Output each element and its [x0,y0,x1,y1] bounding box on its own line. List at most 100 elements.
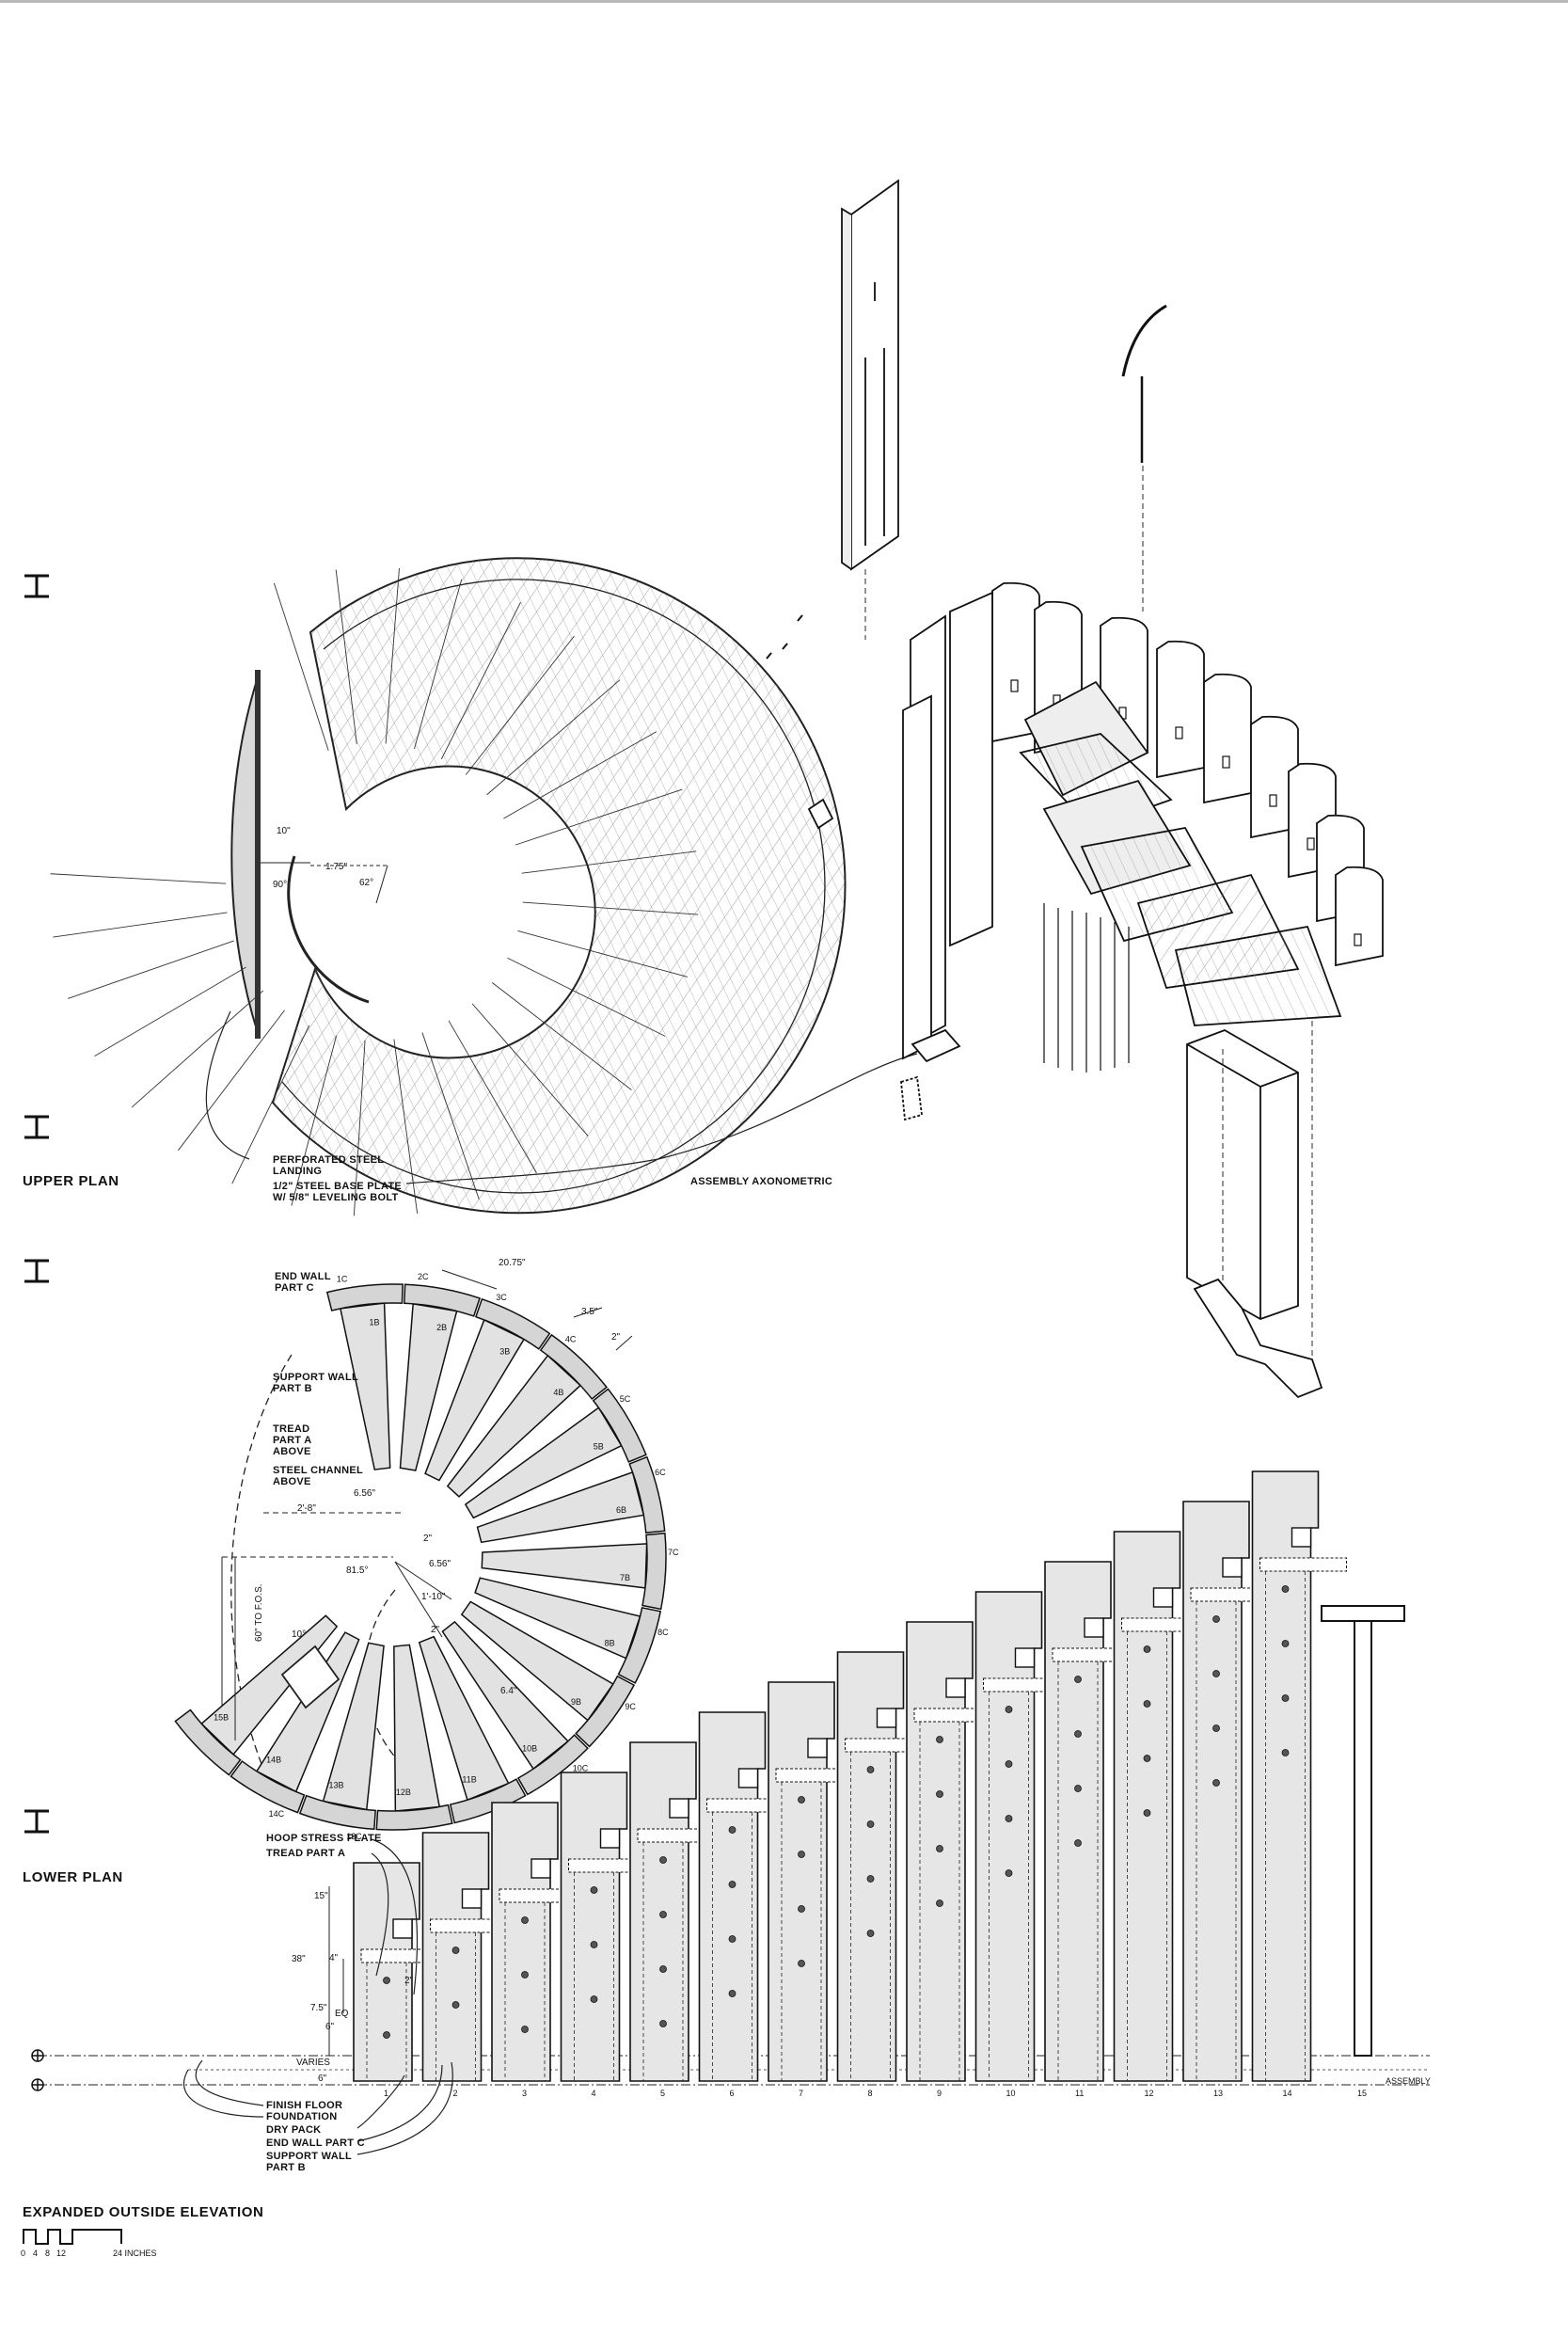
elevation-bolt [1143,1700,1151,1708]
axo-bracket [1354,933,1362,946]
axo-bracket [1010,679,1019,692]
label-channel-1: STEEL CHANNEL [273,1465,363,1476]
label-tread-3: ABOVE [273,1446,311,1457]
elevation-bolt [1281,1585,1290,1593]
elevation-bolt [936,1899,943,1907]
elevation-tread-tab [1084,1617,1104,1638]
elevation-panel-number: 6 [730,2089,735,2098]
lower-part-label: 8C [657,1628,669,1637]
elevation-bolt [728,1990,736,1997]
elevation-bolt [521,2026,529,2033]
axo-tread [1174,925,1342,1026]
elev-dim-38: 38" [292,1954,306,1964]
scale-tick-8: 8 [45,2249,50,2258]
upper-plan-drawing: 10" 1.75" 90° 62° [50,557,918,1216]
lower-plan-drawing [174,1269,667,1831]
section-marker-icon [24,574,49,598]
lower-end-wall-cap [403,1283,481,1317]
scale-end-label: 24 INCHES [113,2249,157,2258]
elevation-bolt [1212,1670,1220,1677]
elevation-bolt [1143,1645,1151,1653]
elevation-panel-number: 2 [453,2089,458,2098]
lower-part-label: 14C [269,1809,285,1819]
elevation-bolt [728,1935,736,1943]
elevation-panel-number: 11 [1075,2089,1084,2098]
lower-part-label: 5B [594,1442,604,1452]
elevation-bolt [1281,1749,1290,1756]
elevation-bolt [728,1881,736,1888]
upper-dim-90: 90° [273,880,287,890]
label-dry-pack: DRY PACK [266,2124,321,2136]
lower-end-wall-cap [230,1759,306,1814]
upper-dim-10: 10" [277,826,291,836]
label-end-wall-1: END WALL [275,1271,331,1282]
elevation-bolt [866,1875,875,1883]
lower-dim-64: 6.4" [500,1686,517,1696]
exploded-support-wall [1186,1029,1299,1320]
lower-dim-2: 2" [611,1332,621,1343]
elevation-panel-number: 14 [1283,2089,1292,2098]
elevation-panel-number: 7 [799,2089,803,2098]
elevation-bolt [1143,1809,1151,1817]
label-channel-2: ABOVE [273,1476,311,1487]
axo-bracket [1269,794,1277,807]
elevation-bolt [521,1971,529,1979]
lower-part-label: 7B [620,1573,630,1582]
elevation-panel [421,1832,490,2082]
lower-end-wall-cap [375,1804,453,1831]
elevation-bolt [383,1977,390,1984]
elevation-panel-number: 4 [592,2089,596,2098]
elevation-tread-tab [461,1888,483,1909]
axo-bracket [1175,726,1183,739]
lower-end-wall-cap [516,1734,589,1796]
lower-end-wall-cap [575,1675,636,1748]
lower-part-label: 3B [499,1346,510,1356]
elevation-bolt [521,1916,529,1924]
lower-part-label: 15B [214,1712,229,1722]
section-markers [24,574,49,1834]
elevation-panel [353,1862,420,2082]
elev-dim-6a: 6" [325,2022,335,2032]
exploded-base-bracket [1193,1278,1323,1399]
elevation-panel [1113,1531,1181,2082]
elevation-bolt [1212,1724,1220,1732]
elev-dim-15: 15" [314,1891,328,1901]
elevation-bolt [1212,1615,1220,1623]
axo-wall-panel [1156,640,1205,779]
elevation-bolt [1074,1839,1082,1847]
elevation-bolt [659,2020,667,2027]
elevation-panel [1044,1561,1112,2082]
title-upper-plan: UPPER PLAN [23,1173,119,1189]
elev-dim-varies: VARIES [296,2058,330,2068]
lower-end-wall-cap [474,1297,551,1350]
lower-part-label: 2B [436,1323,447,1332]
label-support-wall-2: PART B [273,1383,312,1394]
lower-dim-815: 81.5° [346,1565,368,1576]
elevation-tread-tab [1152,1587,1174,1608]
label-tread-2: PART A [273,1435,312,1446]
elevation-bolt [866,1820,875,1828]
lower-part-label: 1C [337,1275,348,1284]
axo-wall-panel [1335,866,1384,967]
section-marker-icon [24,1809,49,1834]
elevation-bolt [451,2001,460,2009]
exploded-rod [1121,304,1167,377]
lower-part-label: 1B [370,1318,380,1327]
elevation-bolt [798,1796,805,1804]
elevation-bolt [590,1941,598,1948]
elevation-bolt [451,1947,460,1954]
lower-end-wall-cap [298,1794,376,1831]
lower-end-wall-cap [174,1708,242,1776]
upper-dim-62: 62° [359,878,373,888]
elevation-bolt [1005,1869,1013,1877]
lower-part-label: 3C [496,1293,507,1302]
elevation-panel-number: 5 [660,2089,665,2098]
elevation-bolt [798,1851,805,1858]
elevation-tread-tab [392,1918,413,1939]
lower-part-label: 6C [655,1468,666,1477]
lower-end-wall-cap [592,1388,647,1463]
elev-dim-2: 2" [404,1976,414,1986]
elevation-panel-number: 3 [522,2089,527,2098]
elevation-panel-number: 13 [1213,2089,1223,2098]
